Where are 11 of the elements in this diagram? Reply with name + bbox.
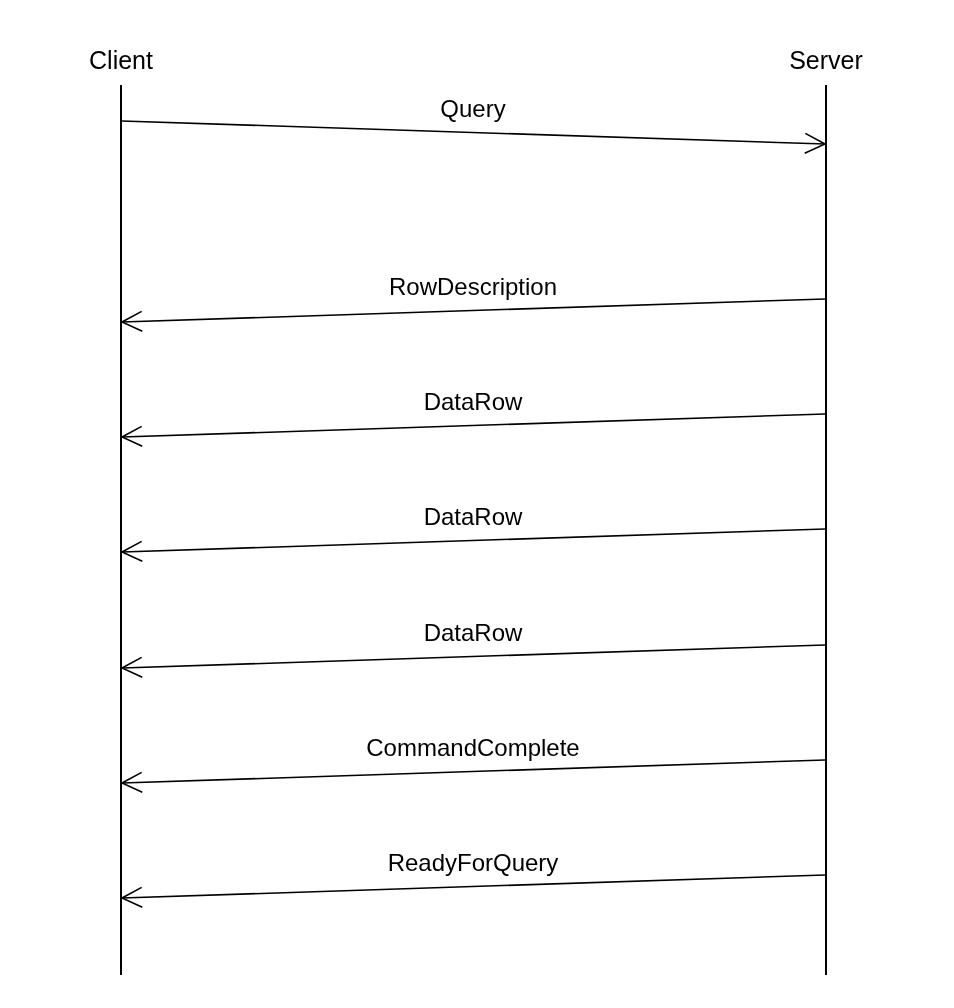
arrow [121,644,826,679]
arrow [121,413,826,448]
arrow [121,874,826,909]
lifeline [825,85,827,975]
participant-label: Server [789,44,863,76]
lifeline [120,85,122,975]
participant-label: Client [89,44,153,76]
arrow [121,528,826,563]
arrow [121,120,826,155]
arrow [121,759,826,794]
arrow [121,298,826,333]
